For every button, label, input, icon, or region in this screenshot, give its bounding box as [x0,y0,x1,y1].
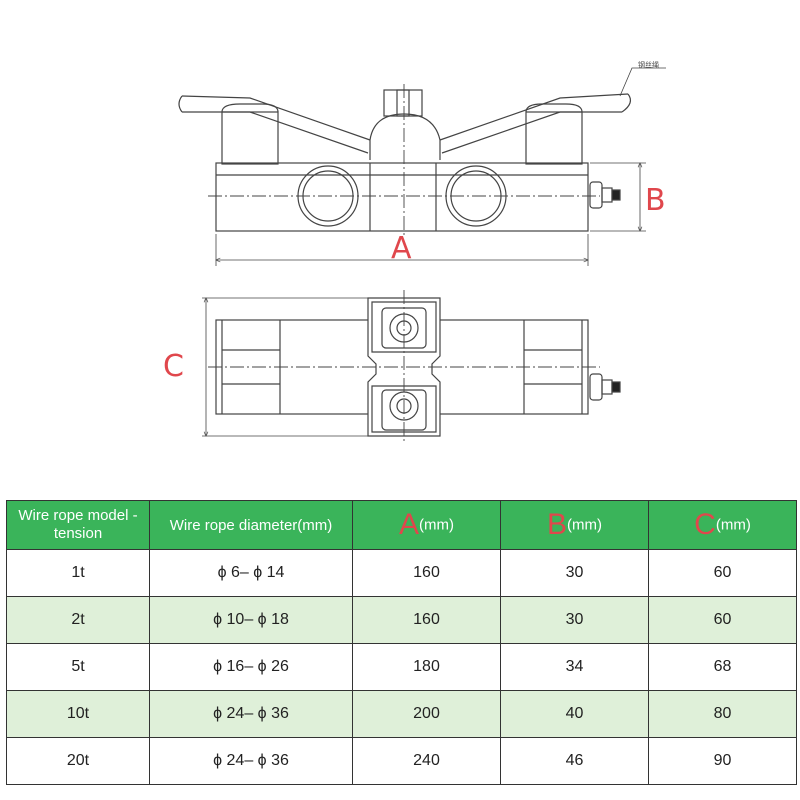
header-c-unit: (mm) [715,516,751,534]
cell-model: 20t [6,737,150,785]
front-body [215,162,589,232]
wire-rope-right [439,93,629,154]
header-b-letter: B [547,508,568,541]
cell-c: 80 [648,690,797,738]
cell-a: 160 [352,596,501,644]
left-pin [221,111,279,165]
dimension-label-a: A [391,231,412,266]
header-a: A(mm) [352,500,501,550]
top-pulley [369,113,441,160]
top-knob [383,89,423,117]
cell-b: 40 [500,690,649,738]
cell-model: 10t [6,690,150,738]
cell-diameter: ϕ 24– ϕ 36 [149,737,353,785]
wire-rope-note: 钢丝绳 [638,61,659,69]
spec-table: Wire rope model - tension Wire rope diam… [6,500,797,785]
cell-b: 34 [500,643,649,691]
top-connector [589,373,603,401]
cell-a: 180 [352,643,501,691]
header-a-unit: (mm) [419,516,454,534]
cell-b: 30 [500,549,649,597]
table-row: 2t ϕ 10– ϕ 18 160 30 60 [6,596,797,644]
cell-b: 30 [500,596,649,644]
cell-c: 60 [648,596,797,644]
technical-drawing [178,67,666,444]
header-a-letter: A [399,508,420,541]
header-b-unit: (mm) [567,516,602,534]
cell-diameter: ϕ 6– ϕ 14 [149,549,353,597]
right-pin [525,111,583,165]
header-c: C(mm) [648,500,797,550]
dimension-label-b: B [645,183,666,218]
cell-model: 1t [6,549,150,597]
header-c-letter: C [694,508,716,541]
header-b: B(mm) [500,500,649,550]
cell-b: 46 [500,737,649,785]
front-view [178,67,666,266]
cell-model: 5t [6,643,150,691]
cell-a: 160 [352,549,501,597]
table-header-row: Wire rope model - tension Wire rope diam… [6,500,797,550]
table-row: 5t ϕ 16– ϕ 26 180 34 68 [6,643,797,691]
table-row: 1t ϕ 6– ϕ 14 160 30 60 [6,549,797,597]
header-model: Wire rope model - tension [6,500,150,550]
header-diameter: Wire rope diameter(mm) [149,500,353,550]
cell-a: 200 [352,690,501,738]
cell-diameter: ϕ 16– ϕ 26 [149,643,353,691]
cell-c: 68 [648,643,797,691]
front-connector [589,181,603,209]
cell-c: 90 [648,737,797,785]
wire-rope-left [181,95,371,154]
table-row: 20t ϕ 24– ϕ 36 240 46 90 [6,737,797,785]
cell-model: 2t [6,596,150,644]
cell-c: 60 [648,549,797,597]
table-row: 10t ϕ 24– ϕ 36 200 40 80 [6,690,797,738]
dimension-label-c: C [163,349,184,384]
cell-diameter: ϕ 10– ϕ 18 [149,596,353,644]
cell-diameter: ϕ 24– ϕ 36 [149,690,353,738]
cell-a: 240 [352,737,501,785]
top-view [202,290,621,444]
